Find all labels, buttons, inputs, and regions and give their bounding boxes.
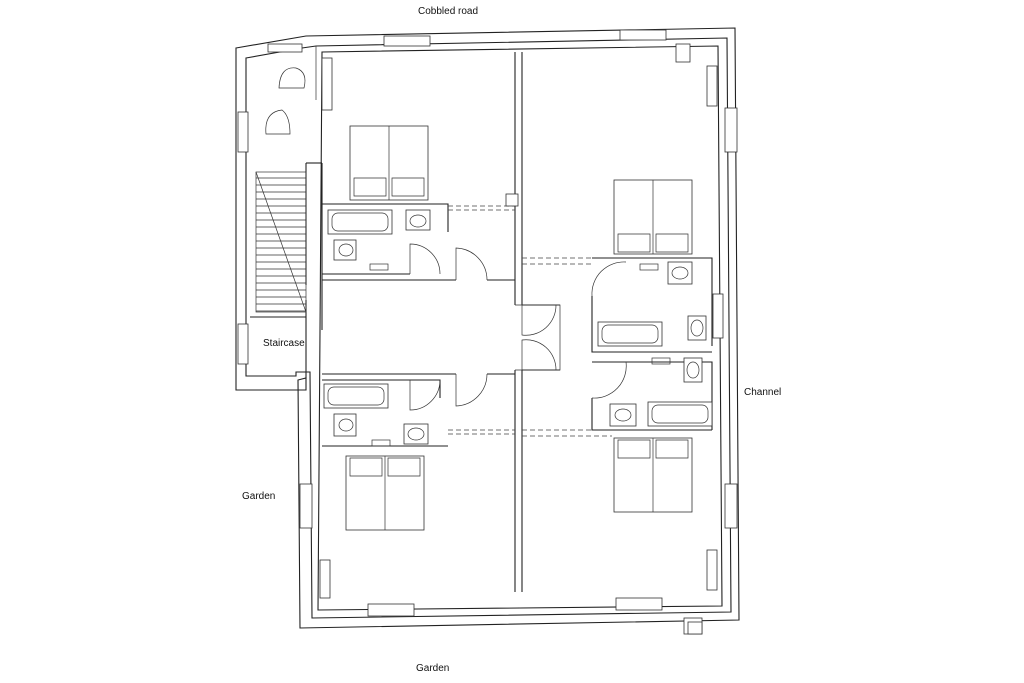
label-channel: Channel [744, 387, 782, 398]
label-garden-left: Garden [242, 491, 276, 502]
bed-icon [345, 455, 425, 531]
window-icon [706, 549, 718, 591]
window-icon [267, 43, 303, 53]
vent-icon [687, 621, 703, 635]
washbasin-icon [667, 261, 693, 285]
bed-icon [349, 125, 429, 201]
washbasin-icon [609, 403, 637, 427]
inner-walls [250, 45, 723, 611]
window-icon [724, 107, 738, 153]
bathtub-icon [323, 383, 389, 409]
outer-walls [235, 27, 740, 629]
window-icon [615, 597, 663, 611]
window-icon [724, 483, 738, 529]
window-icon [367, 603, 415, 617]
toilet-icon [683, 357, 703, 383]
bathroom-top-right [522, 257, 713, 353]
window-icon [237, 111, 249, 153]
dashed-lines [448, 209, 612, 437]
bathtub-icon [597, 321, 663, 347]
washbasin-icon [403, 423, 429, 445]
window-icon [237, 323, 249, 365]
label-staircase: Staircase [263, 338, 305, 349]
chairs [265, 67, 306, 135]
window-icon [299, 483, 313, 529]
window-icon [319, 559, 331, 599]
windows [237, 29, 738, 635]
bathroom-bottom-right [522, 357, 713, 431]
staircase-icon [255, 171, 307, 313]
toilet-icon [333, 413, 357, 437]
window-icon [383, 35, 431, 47]
window-icon [712, 293, 724, 339]
vent-icon [505, 193, 519, 207]
door-swing-icon [455, 247, 561, 407]
window-icon [706, 65, 718, 107]
label-garden-bottom: Garden [416, 663, 450, 674]
bed-icon [613, 437, 693, 513]
window-icon [675, 43, 691, 63]
bathtub-icon [647, 401, 713, 427]
window-icon [321, 57, 333, 111]
label-cobbled-road: Cobbled road [418, 6, 479, 17]
bathroom-bottom-left [322, 379, 515, 447]
bathtub-icon [327, 209, 393, 235]
bed-icon [613, 179, 693, 255]
bathroom-top-left [322, 203, 515, 275]
window-icon [619, 29, 667, 41]
toilet-icon [687, 315, 707, 341]
